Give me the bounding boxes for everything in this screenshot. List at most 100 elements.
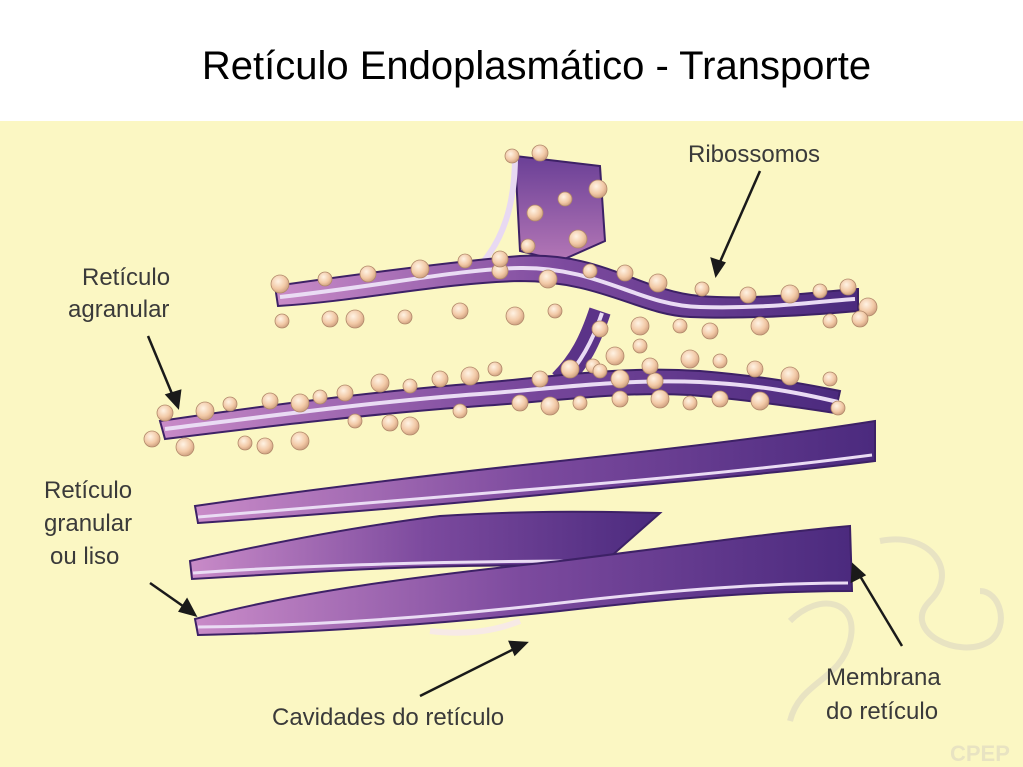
label-cavidades: Cavidades do retículo	[272, 704, 504, 731]
slide-title: Retículo Endoplasmático - Transporte	[201, 44, 872, 88]
label-reticulo-granular-line1: Retículo	[44, 477, 132, 504]
ribosome-dot	[487, 361, 503, 377]
ribosome-dot	[452, 403, 468, 419]
ribosome-dot	[750, 391, 770, 411]
ribosome-dot	[712, 353, 728, 369]
ribosome-dot	[457, 253, 473, 269]
label-ribossomos: Ribossomos	[688, 141, 820, 168]
ribosome-dot	[750, 316, 770, 336]
ribosome-dot	[505, 306, 525, 326]
ribosome-dot	[682, 395, 698, 411]
ribosome-dot	[222, 396, 238, 412]
ribosome-dot	[491, 250, 509, 268]
ribosome-dot	[822, 371, 838, 387]
ribosome-dot	[511, 394, 529, 412]
ribosome-dot	[557, 191, 573, 207]
ribosome-dot	[610, 369, 630, 389]
ribosome-dot	[630, 316, 650, 336]
label-membrana-line2: do retículo	[826, 698, 938, 725]
ribosome-dot	[591, 320, 609, 338]
ribosome-dot	[526, 204, 544, 222]
ribosome-dot	[256, 437, 274, 455]
ribosome-dot	[592, 363, 608, 379]
ribosome-dot	[540, 396, 560, 416]
ribosome-dot	[547, 303, 563, 319]
ribosome-dot	[195, 401, 215, 421]
er-diagram: CPEP	[0, 121, 1023, 767]
ribosome-dot	[746, 360, 764, 378]
cpep-watermark: CPEP	[787, 536, 1010, 766]
ribosome-dot	[641, 357, 659, 375]
ribosome-dot	[381, 414, 399, 432]
smooth-er-sheets	[188, 419, 876, 637]
ribosome-dot	[582, 263, 598, 279]
cavidades-arrow	[419, 644, 521, 698]
ribosome-dot	[605, 346, 625, 366]
ribosome-dot	[359, 265, 377, 283]
ribosome-dot	[460, 366, 480, 386]
ribosome-dot	[694, 281, 710, 297]
ribosome-dot	[711, 390, 729, 408]
label-reticulo-granular-line2: granular	[44, 510, 132, 537]
label-reticulo-granular-line3: ou liso	[50, 543, 119, 570]
ribosome-dot	[520, 238, 536, 254]
ribosome-dot	[317, 271, 333, 287]
ribosome-dot	[336, 384, 354, 402]
ribosome-dot	[780, 366, 800, 386]
ribosome-dot	[812, 283, 828, 299]
ribosome-dot	[400, 416, 420, 436]
ribosome-dot	[672, 318, 688, 334]
ribosome-dot	[538, 269, 558, 289]
ribosome-dot	[616, 264, 634, 282]
ribosome-dot	[780, 284, 800, 304]
ribosome-dot	[370, 373, 390, 393]
ribosome-dot	[588, 179, 608, 199]
ribosome-dot	[290, 393, 310, 413]
ribosome-dot	[650, 389, 670, 409]
label-arrows	[146, 170, 904, 698]
watermark-text: CPEP	[950, 741, 1010, 766]
ribosome-dot	[261, 392, 279, 410]
ribosome-dot	[648, 273, 668, 293]
ribosome-dot	[312, 389, 328, 405]
ribosome-dot	[646, 372, 664, 390]
ribosome-dot	[568, 229, 588, 249]
ribosome-dot	[156, 404, 174, 422]
label-membrana-line1: Membrana	[826, 664, 941, 691]
ribosomes	[143, 144, 878, 457]
er-diagram-svg: CPEP	[0, 121, 1023, 767]
ribosome-dot	[632, 338, 648, 354]
ribosome-dot	[175, 437, 195, 457]
ribosome-dot	[143, 430, 161, 448]
ribosome-dot	[504, 148, 520, 164]
ribosome-dot	[402, 378, 418, 394]
label-reticulo-agranular-line2: agranular	[68, 296, 169, 323]
ribosome-dot	[531, 144, 549, 162]
ribosome-dot	[345, 309, 365, 329]
membrana-arrow	[855, 570, 904, 647]
ribosome-dot	[560, 359, 580, 379]
ribosome-dot	[822, 313, 838, 329]
ribosome-dot	[321, 310, 339, 328]
ribosome-dot	[531, 370, 549, 388]
ribosome-dot	[839, 278, 857, 296]
ribosome-dot	[270, 274, 290, 294]
label-reticulo-agranular-line1: Retículo	[82, 264, 170, 291]
ribosome-dot	[451, 302, 469, 320]
ribosome-dot	[830, 400, 846, 416]
ribosome-dot	[701, 322, 719, 340]
ribossomos-arrow	[714, 170, 762, 272]
ribosome-dot	[274, 313, 290, 329]
ribosome-dot	[237, 435, 253, 451]
ribosome-dot	[347, 413, 363, 429]
ribosome-dot	[572, 395, 588, 411]
ribosome-dot	[739, 286, 757, 304]
ribosome-dot	[290, 431, 310, 451]
agranular-arrow	[146, 335, 177, 402]
ribosome-dot	[397, 309, 413, 325]
ribosome-dot	[431, 370, 449, 388]
ribosome-dot	[851, 310, 869, 328]
ribosome-dot	[680, 349, 700, 369]
ribosome-dot	[410, 259, 430, 279]
ribosome-dot	[611, 390, 629, 408]
